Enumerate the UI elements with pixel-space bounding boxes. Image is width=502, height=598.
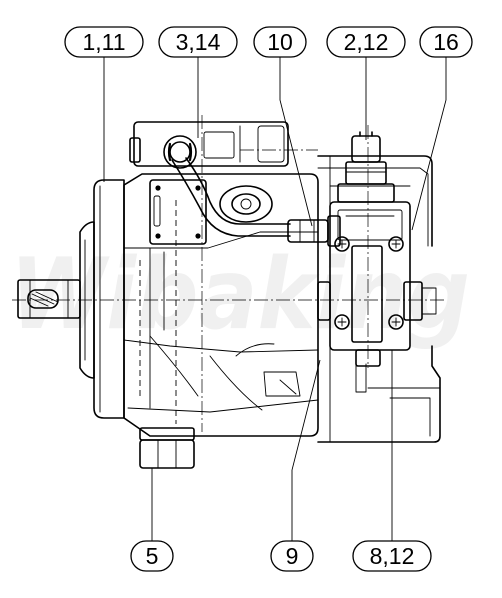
callout-10: 10 xyxy=(253,26,307,58)
leader-lines xyxy=(103,57,447,541)
pump-housing xyxy=(123,173,319,437)
svg-text:5: 5 xyxy=(146,543,159,569)
svg-text:1,11: 1,11 xyxy=(82,29,125,55)
callout-1-11: 1,11 xyxy=(64,26,144,58)
bottom-fitting xyxy=(139,427,195,469)
svg-text:10: 10 xyxy=(267,29,293,55)
svg-text:2,12: 2,12 xyxy=(344,29,389,55)
pump-assembly xyxy=(12,115,445,469)
watermark: Wibaking xyxy=(10,238,470,352)
callout-5: 5 xyxy=(130,540,174,572)
callout-8-12: 8,12 xyxy=(352,540,432,572)
callout-3-14: 3,14 xyxy=(158,26,238,58)
rear-cover xyxy=(317,155,441,443)
cover-plate xyxy=(149,179,207,245)
drain-port xyxy=(219,185,273,223)
svg-text:8,12: 8,12 xyxy=(370,543,415,569)
svg-text:3,14: 3,14 xyxy=(176,29,221,55)
callout-2-12: 2,12 xyxy=(326,26,406,58)
pressure-controller xyxy=(329,131,411,367)
callout-9: 9 xyxy=(270,540,314,572)
callout-16: 16 xyxy=(419,26,473,58)
svg-text:16: 16 xyxy=(433,29,459,55)
top-valve-block xyxy=(129,121,289,169)
svg-text:9: 9 xyxy=(286,543,299,569)
control-tube xyxy=(171,157,341,247)
